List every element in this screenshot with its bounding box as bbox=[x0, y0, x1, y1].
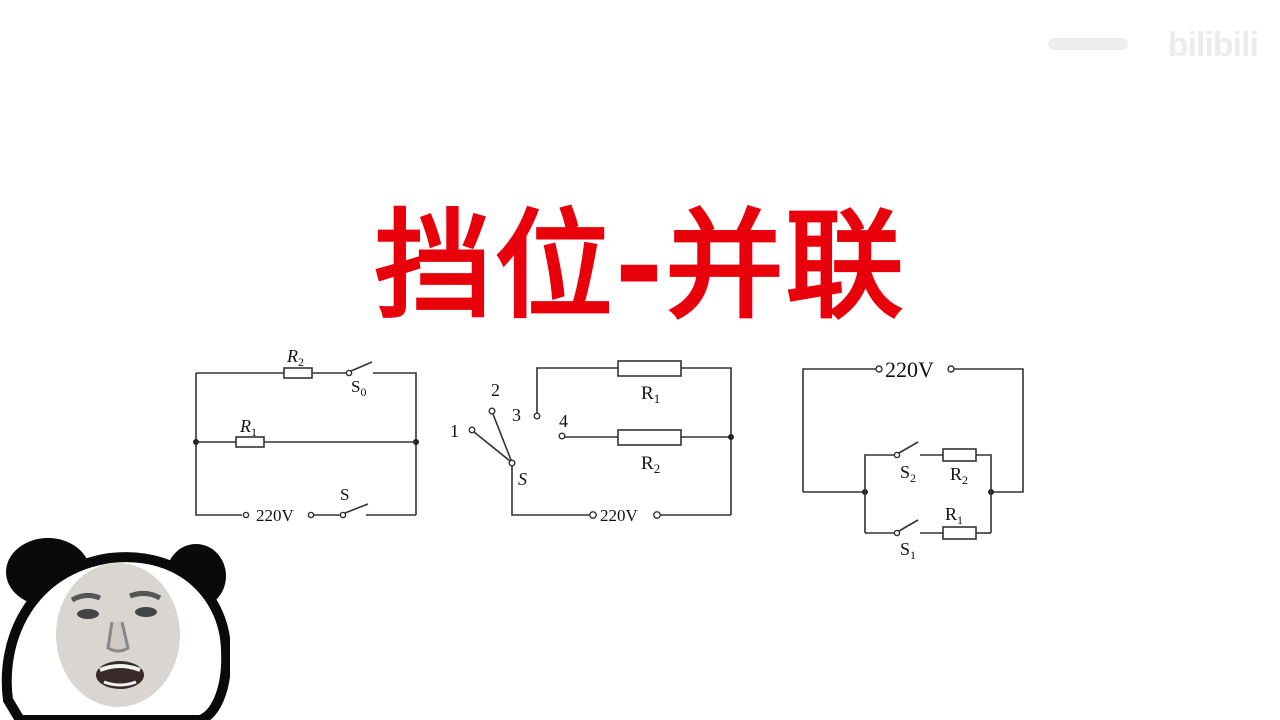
label-r2: R2 bbox=[286, 346, 304, 369]
watermark-user-blur bbox=[1048, 38, 1128, 50]
page-title: 挡位-并联 bbox=[374, 197, 906, 335]
switch-s0-pivot bbox=[345, 369, 353, 377]
terminal-voltage-left bbox=[589, 511, 597, 519]
switch-s-pivot bbox=[508, 459, 516, 467]
resistor-r2 bbox=[942, 448, 977, 462]
terminal-voltage-right bbox=[307, 511, 315, 519]
label-r1: R1 bbox=[641, 383, 660, 406]
label-voltage: 220V bbox=[600, 506, 639, 525]
label-r2: R2 bbox=[950, 464, 968, 487]
panda-meme-face-icon bbox=[1, 538, 230, 720]
switch-s-blade bbox=[344, 503, 369, 514]
junction-right bbox=[728, 434, 734, 440]
circuit-diagram-1: R2 S0 R1 220V S bbox=[193, 346, 419, 525]
terminal-voltage-left bbox=[242, 511, 250, 519]
switch-s-pivot bbox=[339, 511, 347, 519]
switch-s-contact-1 bbox=[473, 431, 511, 462]
label-1: 1 bbox=[450, 421, 459, 441]
terminal-voltage-right bbox=[653, 511, 661, 519]
label-4: 4 bbox=[559, 411, 568, 431]
label-3: 3 bbox=[512, 405, 521, 425]
terminal-1 bbox=[468, 426, 476, 434]
label-r1: R1 bbox=[239, 416, 257, 439]
switch-s-contact-2 bbox=[492, 413, 512, 461]
terminal-3 bbox=[533, 412, 541, 420]
terminal-voltage-right bbox=[947, 365, 955, 373]
circuit-diagram-2: 1 2 3 4 R1 R2 S 220V bbox=[450, 360, 734, 525]
wire-top-left bbox=[195, 373, 242, 516]
label-voltage: 220V bbox=[885, 357, 934, 382]
resistor-r2 bbox=[617, 429, 682, 446]
label-voltage: 220V bbox=[256, 506, 295, 525]
resistor-r1 bbox=[235, 436, 265, 448]
switch-s1-pivot bbox=[893, 529, 901, 537]
switch-s2-pivot bbox=[893, 451, 901, 459]
label-r1: R1 bbox=[945, 504, 963, 527]
label-r2: R2 bbox=[641, 453, 660, 476]
label-s0: S0 bbox=[351, 377, 366, 399]
terminal-4 bbox=[558, 432, 566, 440]
terminal-2 bbox=[488, 407, 496, 415]
bilibili-watermark: bilibili bbox=[1048, 26, 1259, 68]
resistor-r1 bbox=[942, 526, 977, 540]
label-s: S bbox=[518, 469, 527, 489]
circuit-diagram-3: 220V S2 R2 R1 S1 bbox=[802, 357, 1024, 562]
label-2: 2 bbox=[491, 380, 500, 400]
resistor-r1 bbox=[617, 360, 682, 377]
terminal-voltage-left bbox=[875, 365, 883, 373]
label-s2: S2 bbox=[900, 462, 916, 485]
resistor-r2 bbox=[283, 367, 313, 379]
label-s1: S1 bbox=[900, 539, 916, 562]
switch-s1-blade bbox=[898, 519, 919, 532]
switch-s2-blade bbox=[898, 441, 919, 454]
bilibili-logo: bilibili bbox=[1167, 26, 1259, 64]
switch-s0-blade bbox=[350, 361, 373, 372]
label-s: S bbox=[340, 485, 349, 504]
